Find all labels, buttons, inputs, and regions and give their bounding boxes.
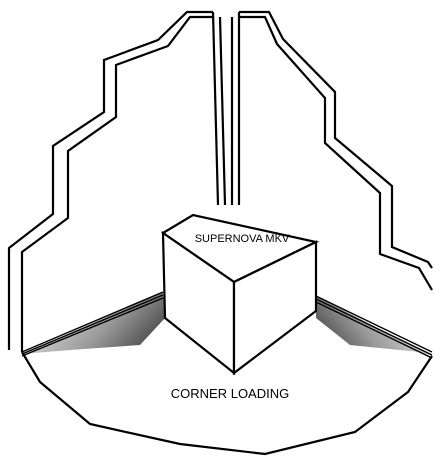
left-wall-inner-edge xyxy=(20,15,213,352)
right-wall-base xyxy=(315,295,433,359)
corner-line-left-inner xyxy=(218,16,227,206)
floor-outline xyxy=(21,351,433,456)
left-wall-outer-edge xyxy=(7,10,213,350)
cube-right-face xyxy=(232,240,318,376)
corner-line-left-outer xyxy=(211,11,220,206)
subwoofer-cube xyxy=(160,213,320,376)
right-wall-inner-edge xyxy=(239,15,433,291)
right-wall-outer-edge xyxy=(239,10,433,269)
box-label: SUPERNOVA MKV xyxy=(195,233,290,245)
left-wall-base xyxy=(21,291,164,357)
diagram-caption: CORNER LOADING xyxy=(171,386,289,401)
